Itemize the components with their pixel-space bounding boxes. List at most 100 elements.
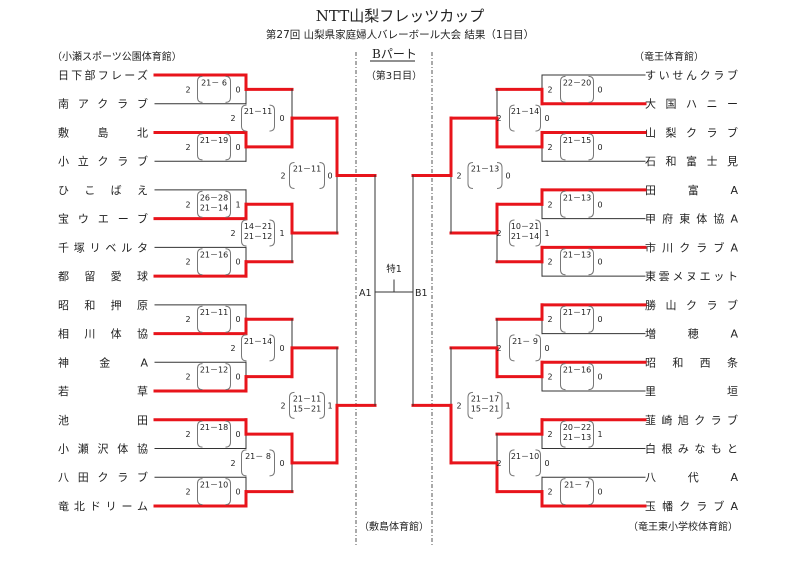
- left-r2-match-score-bracket-left: [241, 334, 247, 362]
- left-team-name: 竜北ドリーム: [58, 499, 148, 513]
- right-r1-match-score-sets-won-a: 2: [547, 488, 552, 497]
- left-r1-match-score-sets-won-b: 0: [235, 143, 240, 152]
- left-r3-match-score-sets-won-b: 0: [327, 172, 332, 181]
- right-r3-match-score-set-score: 21－17: [471, 394, 499, 403]
- right-r2-match-score-bracket-left: [509, 104, 515, 132]
- right-team-name: 白根みなもと: [645, 441, 738, 455]
- left-team-name: 小瀬沢体協: [58, 441, 148, 455]
- right-r1-match-score-sets-won-a: 2: [547, 315, 552, 324]
- right-r1-match-score-set-score: 21－13: [563, 193, 591, 202]
- left-team-name: 小立クラブ: [58, 154, 148, 168]
- left-r1-match-score-set-score: 21－19: [200, 136, 228, 145]
- left-r1-match-score-bracket-left: [197, 190, 203, 218]
- final-label-special: 特1: [386, 263, 402, 275]
- right-team-name: 里垣: [645, 385, 738, 398]
- right-r1-match-score-set-score: 21－15: [563, 136, 591, 145]
- left-r1-match-score-set-score: 21－11: [200, 308, 228, 317]
- left-r2-match-score-sets-won-b: 0: [279, 459, 284, 468]
- right-r1-match-score-sets-won-a: 2: [547, 430, 552, 439]
- left-r1-match-score-sets-won-a: 2: [185, 258, 190, 267]
- right-r1-match-score-bracket-left: [560, 133, 566, 161]
- left-r3-match-score-set-score: 21－11: [293, 394, 321, 403]
- left-r2-match-score-bracket-left: [241, 219, 247, 247]
- right-team-name: 増穂A: [645, 327, 738, 341]
- left-r1-match-score-bracket-right: [225, 478, 231, 506]
- right-r1-match-score-set-score: 22－20: [563, 78, 591, 87]
- right-r1-match-score-bracket-left: [560, 75, 566, 103]
- left-r1-match-score-bracket-left: [197, 133, 203, 161]
- right-r1-match-score-sets-won-b: 0: [597, 315, 602, 324]
- right-venue: （竜王体育館）: [634, 50, 704, 63]
- right-team-name: 市川クラブA: [645, 240, 738, 254]
- right-team-name: 韮崎旭クラブ: [645, 413, 738, 427]
- right-r2-match-score-set-score: 21－14: [511, 107, 539, 116]
- right-r1-match-score-sets-won-b: 0: [597, 143, 602, 152]
- right-r1-match-score-bracket-right: [588, 363, 594, 391]
- left-r2-match-score-sets-won-a: 2: [230, 229, 235, 238]
- left-r1-match-score-sets-won-a: 2: [185, 85, 190, 94]
- right-r1-match-score-set-score: 21－13: [563, 433, 591, 442]
- left-team-name: 神金A: [58, 355, 148, 369]
- left-r2-match-score-sets-won-b: 0: [279, 114, 284, 123]
- left-r1-match-score-bracket-left: [197, 363, 203, 391]
- left-r1-match-score-bracket-left: [197, 75, 203, 103]
- right-r1-match-score-sets-won-b: 0: [597, 85, 602, 94]
- left-r1-match-score-sets-won-b: 0: [235, 488, 240, 497]
- left-r1-match-score-bracket-right: [225, 305, 231, 333]
- right-r3-match-score-bracket-right: [496, 162, 503, 190]
- right-r1-match-score-bracket-right: [588, 133, 594, 161]
- left-r1-match-score-set-score: 21－16: [200, 251, 228, 260]
- right-r1-match-score-bracket-left: [560, 420, 566, 448]
- right-team-name: 玉幡クラブA: [645, 499, 738, 513]
- right-r3-match-score-bracket-right: [496, 391, 503, 419]
- left-team-name: 相川体協: [58, 327, 148, 341]
- right-r1-match-score-bracket-right: [588, 190, 594, 218]
- left-r2-match-score-bracket-left: [241, 104, 247, 132]
- right-r3-match-score-sets-won-b: 0: [505, 172, 510, 181]
- left-r2-match-score-sets-won-a: 2: [230, 459, 235, 468]
- left-team-name: 日下部フレーズ: [58, 68, 148, 82]
- left-r1-match-score-sets-won-b: 0: [235, 85, 240, 94]
- left-r1-match-score-sets-won-a: 2: [185, 373, 190, 382]
- right-r2-match-score-sets-won-b: 0: [544, 459, 549, 468]
- right-team-name: 勝山クラブ: [645, 298, 738, 312]
- right-r2-match-score-sets-won-b: 1: [544, 229, 549, 238]
- left-r1-match-score-sets-won-b: 0: [235, 373, 240, 382]
- right-r1-match-score-sets-won-b: 0: [597, 200, 602, 209]
- left-r1-match-score-sets-won-a: 2: [185, 430, 190, 439]
- left-r3-match-score-bracket-left: [289, 162, 295, 190]
- left-team-name: 都留愛球: [58, 269, 148, 283]
- right-r1-match-score-set-score: 21－ 7: [564, 481, 590, 490]
- left-r3-match-score-sets-won-a: 2: [280, 401, 285, 410]
- left-r1-match-score-sets-won-b: 1: [235, 200, 240, 209]
- left-team-name: 八田クラブ: [58, 470, 148, 484]
- right-team-name: 山梨クラブ: [645, 125, 738, 139]
- right-r2-match-score-bracket-left: [509, 334, 515, 362]
- right-r1-match-score-bracket-right: [588, 75, 594, 103]
- right-r2-match-score-set-score: 10－21: [511, 222, 539, 231]
- left-r1-match-score-bracket-right: [225, 75, 231, 103]
- right-team-name: 石和富士見: [645, 154, 738, 168]
- left-r1-match-score-set-score: 26－28: [200, 193, 228, 202]
- left-r2-match-score-set-score: 21－ 8: [245, 452, 271, 461]
- right-r1-match-score-bracket-right: [588, 478, 594, 506]
- right-r1-match-score-sets-won-a: 2: [547, 258, 552, 267]
- right-team-name: 田富A: [645, 183, 738, 197]
- right-r1-match-score-sets-won-b: 0: [597, 488, 602, 497]
- left-r1-match-score-sets-won-b: 0: [235, 258, 240, 267]
- part-heading: Bパート: [372, 47, 417, 61]
- right-r1-match-score-bracket-left: [560, 363, 566, 391]
- left-r1-match-score-sets-won-a: 2: [185, 200, 190, 209]
- final-label-b1: B1: [415, 288, 428, 299]
- right-r1-match-score-sets-won-b: 0: [597, 373, 602, 382]
- left-r1-match-score-bracket-left: [197, 420, 203, 448]
- right-team-name: 大国ハニー: [645, 97, 738, 111]
- right-r2-match-score-sets-won-a: 2: [496, 114, 501, 123]
- left-team-name: 宝ウエーブ: [58, 212, 148, 226]
- right-r1-match-score-set-score: 21－16: [563, 366, 591, 375]
- left-r1-match-score-sets-won-b: 0: [235, 430, 240, 439]
- right-r1-match-score-sets-won-a: 2: [547, 200, 552, 209]
- left-r2-match-score-bracket-right: [269, 219, 275, 247]
- right-r3-match-score-sets-won-b: 1: [505, 401, 510, 410]
